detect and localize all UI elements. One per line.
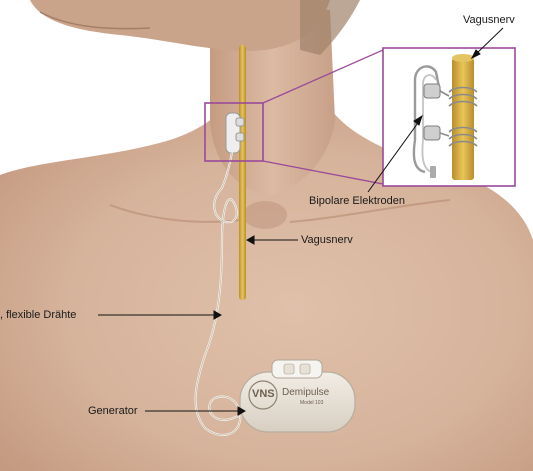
inset-frame: [383, 48, 515, 186]
bipolar-electrodes-label: Bipolare Elektroden: [309, 196, 405, 207]
face: [30, 0, 330, 51]
device-model: Model 103: [300, 401, 323, 406]
vagus-nerve-neck-label: Vagusnerv: [301, 235, 353, 246]
generator-label: Generator: [88, 406, 138, 417]
device-brand: Demipulse: [282, 388, 329, 398]
flexible-wires-label: , flexible Drähte: [0, 310, 76, 321]
vagus-nerve: [239, 45, 246, 300]
vagus-nerve-inset-label: Vagusnerv: [463, 15, 515, 26]
device-logo: VNS: [252, 389, 275, 400]
